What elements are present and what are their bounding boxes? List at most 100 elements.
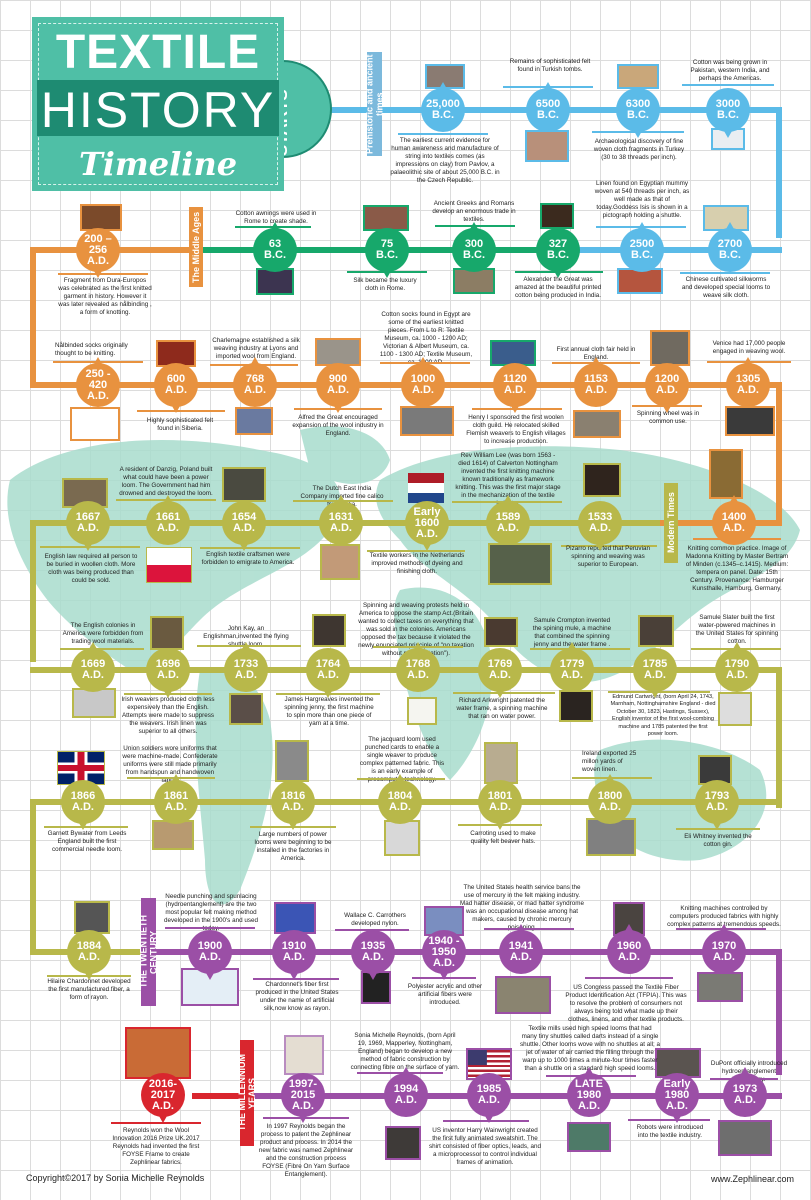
event-text: Pizarro reported that Peruvian spinning …: [565, 545, 650, 568]
event-text: Textile mills used high speed looms that…: [520, 1025, 660, 1072]
timeline-node[interactable]: 327 B.C.: [536, 228, 580, 278]
timeline-node[interactable]: 1884 A.D.: [67, 930, 111, 980]
timeline-node[interactable]: 900 A.D.: [316, 363, 360, 413]
timeline-node[interactable]: 1305 A.D.: [726, 357, 770, 407]
timeline-node[interactable]: 1973 A.D.: [723, 1067, 767, 1117]
timeline-node[interactable]: 1533 A.D.: [578, 501, 622, 551]
timeline-node[interactable]: 1733 A.D.: [224, 642, 268, 692]
event-image: [484, 617, 518, 647]
event-image: [718, 692, 752, 726]
era-label-millennium-years: THE MILLENNIUM YEARS: [237, 1040, 257, 1146]
timeline-node[interactable]: 1764 A.D.: [306, 648, 350, 698]
timeline-node[interactable]: 200 – 256 A.D.: [76, 228, 120, 278]
event-image: [495, 976, 551, 1014]
timeline-node[interactable]: 2016- 2017 A.D.: [141, 1073, 185, 1123]
timeline-node[interactable]: 2500 B.C.: [620, 222, 664, 272]
timeline-line: [30, 799, 36, 951]
event-image: [709, 449, 743, 499]
timeline-line: [776, 382, 782, 524]
title-line-1: TEXTILE: [55, 26, 261, 79]
timeline-node[interactable]: 3000 B.C.: [706, 88, 750, 138]
timeline-node[interactable]: 1000 A.D.: [401, 357, 445, 407]
timeline-node[interactable]: Early 1600 A.D.: [405, 501, 449, 551]
timeline-node[interactable]: 1153 A.D.: [574, 357, 618, 407]
event-image: [125, 1027, 191, 1079]
timeline-node[interactable]: 1985 A.D.: [467, 1073, 511, 1123]
timeline-node[interactable]: 63 B.C.: [253, 222, 297, 272]
timeline-node[interactable]: 1769 A.D.: [478, 648, 522, 698]
event-image: [725, 406, 775, 436]
event-image: [235, 407, 273, 435]
event-text: Union soldiers wore uniforms that were m…: [122, 745, 218, 784]
timeline-node[interactable]: 1941 A.D.: [499, 924, 543, 974]
timeline-node[interactable]: 1400 A.D.: [712, 495, 756, 545]
event-text: Robots were introduced into the textile …: [636, 1124, 704, 1139]
event-text: Textile workers in the Netherlands impro…: [369, 552, 465, 575]
event-text: Carroting used to make quality felt beav…: [470, 830, 536, 845]
event-image: [484, 742, 518, 784]
timeline-node[interactable]: 1779 A.D.: [550, 642, 594, 692]
event-text: In 1997 Reynolds began the process to pa…: [258, 1123, 354, 1178]
event-text: Alfred the Great encouraged expansion of…: [292, 414, 384, 437]
event-text: Spinning wheel was in common use.: [636, 410, 700, 425]
timeline-node[interactable]: 1589 A.D.: [486, 495, 530, 545]
event-text: Sonia Michelle Reynolds, (born April 19,…: [350, 1032, 460, 1071]
timeline-node[interactable]: 1866 A.D.: [61, 780, 105, 830]
timeline-node[interactable]: 1793 A.D.: [695, 780, 739, 830]
timeline-node[interactable]: 600 A.D.: [154, 363, 198, 413]
timeline-node[interactable]: 1200 A.D.: [645, 363, 689, 413]
event-image: [150, 616, 184, 650]
timeline-line: [250, 1093, 782, 1099]
timeline-node[interactable]: 1816 A.D.: [271, 780, 315, 830]
event-image: [407, 697, 437, 725]
event-text: Henry I sponsored the first woolen cloth…: [466, 414, 566, 445]
timeline-node[interactable]: 1804 A.D.: [378, 774, 422, 824]
timeline-node[interactable]: 1997- 2015 A.D.: [281, 1073, 325, 1123]
timeline-node[interactable]: 1120 A.D.: [493, 363, 537, 413]
timeline-node[interactable]: 300 B.C.: [452, 222, 496, 272]
timeline-node[interactable]: 1768 A.D.: [396, 642, 440, 692]
timeline-node[interactable]: 1669 A.D.: [71, 642, 115, 692]
timeline-node[interactable]: 1960 A.D.: [607, 924, 651, 974]
timeline-node[interactable]: 1785 A.D.: [633, 648, 677, 698]
timeline-node[interactable]: 2700 B.C.: [708, 222, 752, 272]
timeline-node[interactable]: 1696 A.D.: [146, 648, 190, 698]
timeline-line: [150, 949, 782, 955]
timeline-node[interactable]: 1790 A.D.: [715, 642, 759, 692]
timeline-node[interactable]: 1661 A.D.: [146, 495, 190, 545]
event-text: Irish weavers produced cloth less expens…: [121, 696, 215, 735]
event-text: Reynolds won the Wool Innovation 2016 Pr…: [112, 1127, 200, 1166]
timeline-node[interactable]: 1940 - 1950 A.D.: [422, 930, 466, 980]
event-text: Chinese cultivated silkworms and develop…: [681, 276, 771, 299]
event-image: [74, 901, 110, 934]
timeline-node[interactable]: 1900 A.D.: [188, 930, 232, 980]
timeline-node[interactable]: LATE 1980 A.D.: [567, 1067, 611, 1117]
timeline-node[interactable]: 1994 A.D.: [384, 1067, 428, 1117]
event-image: [718, 1120, 772, 1156]
event-text: Hilaire Chardonnet developed the first m…: [47, 978, 131, 1001]
event-image: [320, 544, 360, 580]
timeline-node[interactable]: 1910 A.D.: [272, 930, 316, 980]
netherlands-flag-image: [408, 473, 444, 503]
timeline-node[interactable]: 1667 A.D.: [66, 501, 110, 551]
event-image: [80, 204, 122, 231]
website-link[interactable]: www.Zephlinear.com: [711, 1174, 795, 1184]
timeline-node[interactable]: 75 B.C.: [365, 228, 409, 278]
era-label-middle-ages: The Middle Ages: [189, 207, 203, 287]
timeline-node[interactable]: 6300 B.C.: [616, 88, 660, 138]
event-text: A resident of Danzig, Poland built what …: [119, 466, 213, 497]
timeline-node[interactable]: 1800 A.D.: [588, 774, 632, 824]
event-image: [650, 330, 690, 366]
timeline-node[interactable]: 6500 B.C.: [526, 82, 570, 132]
timeline-node[interactable]: 1970 A.D.: [702, 924, 746, 974]
event-image: [222, 467, 266, 502]
timeline-node[interactable]: 768 A.D.: [233, 357, 277, 407]
timeline-node[interactable]: 1861 A.D.: [154, 774, 198, 824]
timeline-node[interactable]: 25,000 B.C.: [421, 82, 465, 132]
timeline-node[interactable]: 1935 A.D.: [351, 930, 395, 980]
timeline-node[interactable]: 250 - 420 A.D.: [76, 357, 120, 407]
timeline-node[interactable]: 1631 A.D.: [319, 495, 363, 545]
timeline-node[interactable]: 1654 A.D.: [222, 501, 266, 551]
timeline-node[interactable]: Early 1980 A.D.: [655, 1073, 699, 1123]
timeline-node[interactable]: 1801 A.D.: [478, 780, 522, 830]
